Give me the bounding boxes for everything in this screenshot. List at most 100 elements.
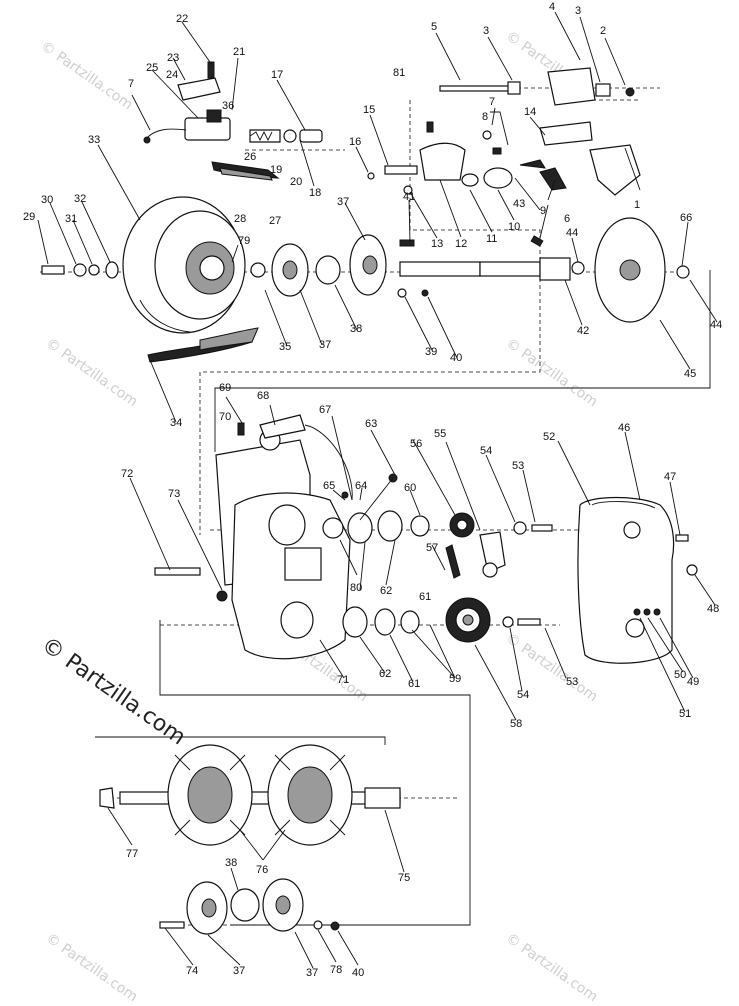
callout-37: 37	[319, 339, 331, 351]
callout-67: 67	[319, 404, 331, 416]
callout-19: 19	[270, 164, 282, 176]
callout-72: 72	[121, 468, 133, 480]
callout-15: 15	[363, 104, 375, 116]
brake-caliper-assembly	[367, 67, 641, 196]
sprockets-and-tensioner	[445, 512, 553, 643]
callout-55: 55	[434, 428, 446, 440]
callout-25: 25	[146, 62, 158, 74]
watermark-large: © Partzilla.com	[37, 632, 190, 750]
callout-layer: 1 2 3 3 4 5 6 7 7 8 9 10 11 12 13 14 15 …	[23, 1, 722, 979]
callout-78: 78	[330, 964, 342, 976]
callout-14: 14	[524, 106, 536, 118]
bearing-housing-bottom	[159, 878, 340, 935]
callout-52: 52	[543, 431, 555, 443]
callout-1: 1	[634, 199, 640, 211]
callout-43: 43	[513, 198, 525, 210]
jackshaft-assembly	[250, 217, 690, 323]
callout-66: 66	[680, 212, 692, 224]
callout-35: 35	[279, 341, 291, 353]
callout-63: 63	[365, 418, 377, 430]
callout-62: 62	[379, 668, 391, 680]
callout-34: 34	[170, 417, 182, 429]
callout-3: 3	[483, 25, 489, 37]
chaincase-cover	[577, 496, 698, 664]
callout-47: 47	[664, 471, 676, 483]
callout-12: 12	[455, 238, 467, 250]
watermark-ml: © Partzilla.com	[43, 335, 141, 410]
left-bolt-stack	[41, 261, 119, 279]
drive-shaft-assembly	[99, 744, 401, 846]
callout-30: 30	[41, 194, 53, 206]
callout-80: 80	[350, 582, 362, 594]
callout-62: 62	[380, 585, 392, 597]
callout-5: 5	[431, 21, 437, 33]
callout-44: 44	[710, 319, 722, 331]
callout-68: 68	[257, 390, 269, 402]
callout-74: 74	[186, 965, 198, 977]
callout-26: 26	[244, 151, 256, 163]
callout-49: 49	[687, 676, 699, 688]
callout-41: 41	[403, 191, 415, 203]
callout-36: 36	[222, 100, 234, 112]
brake-lever-assembly	[143, 61, 323, 181]
callout-11: 11	[486, 233, 497, 245]
callout-28: 28	[234, 213, 246, 225]
callout-32: 32	[74, 193, 86, 205]
callout-10: 10	[508, 221, 520, 233]
callout-7: 7	[489, 96, 495, 108]
callout-56: 56	[410, 438, 422, 450]
callout-37: 37	[306, 967, 318, 979]
watermark-mr: © Partzilla.com	[503, 335, 601, 410]
callout-13: 13	[431, 238, 443, 250]
callout-77: 77	[126, 848, 138, 860]
callout-22: 22	[176, 13, 188, 25]
callout-38: 38	[225, 857, 237, 869]
callout-33: 33	[88, 134, 100, 146]
callout-4: 4	[549, 1, 555, 13]
callout-17: 17	[271, 69, 283, 81]
callout-57: 57	[426, 542, 438, 554]
callout-73: 73	[168, 488, 180, 500]
callout-65: 65	[323, 480, 335, 492]
callout-38: 38	[350, 323, 362, 335]
callout-69: 69	[219, 382, 231, 394]
callout-75: 75	[398, 872, 410, 884]
callout-7: 7	[128, 78, 134, 90]
callout-44: 44	[566, 227, 578, 239]
callout-53: 53	[512, 460, 524, 472]
drive-belt	[147, 327, 259, 363]
callout-79: 79	[238, 235, 250, 247]
callout-48: 48	[707, 603, 719, 615]
chaincase-assembly	[154, 414, 430, 660]
callout-40: 40	[450, 352, 462, 364]
callout-61: 61	[408, 678, 420, 690]
callout-31: 31	[65, 213, 77, 225]
callout-76: 76	[256, 864, 268, 876]
callout-3: 3	[575, 5, 581, 17]
callout-27: 27	[269, 215, 281, 227]
callout-37: 37	[337, 196, 349, 208]
callout-46: 46	[618, 422, 630, 434]
callout-24: 24	[166, 69, 178, 81]
callout-54: 54	[517, 689, 529, 701]
callout-71: 71	[337, 674, 349, 686]
callout-6: 6	[564, 213, 570, 225]
callout-2: 2	[600, 25, 606, 37]
callout-51: 51	[679, 708, 691, 720]
callout-16: 16	[349, 136, 361, 148]
callout-8: 8	[482, 111, 488, 123]
callout-50: 50	[674, 669, 686, 681]
callout-29: 29	[23, 211, 35, 223]
callout-53: 53	[566, 676, 578, 688]
callout-37: 37	[233, 965, 245, 977]
callout-40: 40	[352, 967, 364, 979]
callout-45: 45	[684, 368, 696, 380]
callout-21: 21	[233, 46, 245, 58]
drive-clutch	[122, 196, 246, 334]
callout-9: 9	[540, 205, 546, 217]
callout-58: 58	[510, 718, 522, 730]
callout-81: 81	[393, 67, 405, 79]
callout-60: 60	[404, 482, 416, 494]
callout-64: 64	[355, 480, 367, 492]
callout-59: 59	[449, 673, 461, 685]
